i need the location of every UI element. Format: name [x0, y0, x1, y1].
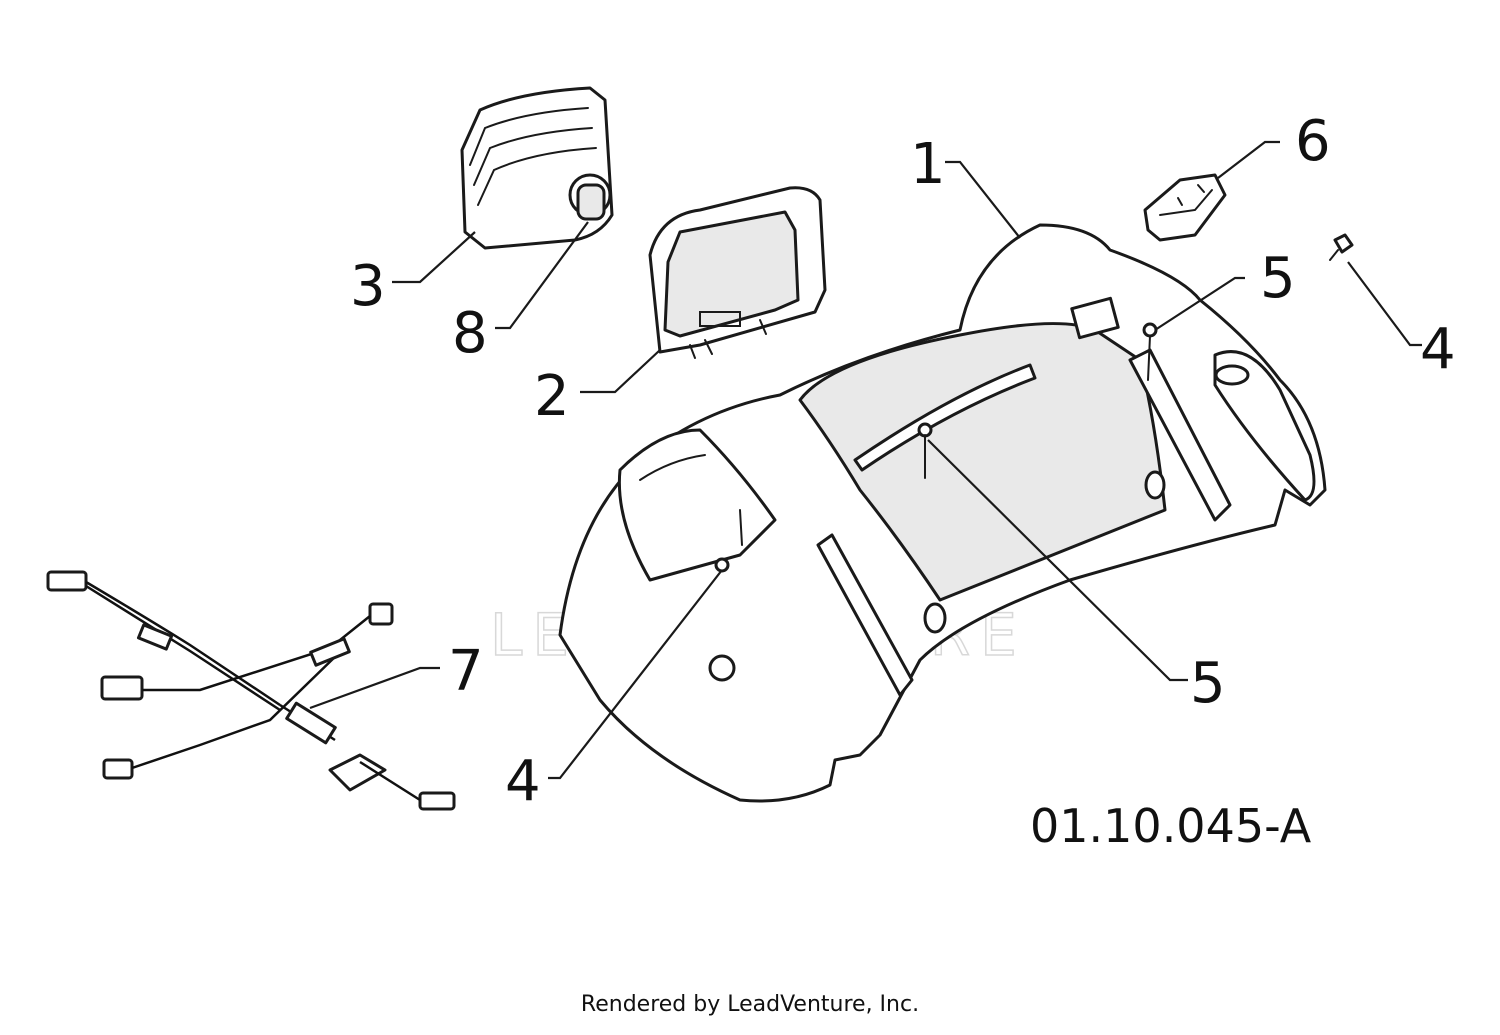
callouts: 1 2 3 4 4 5 5 6 7 8 [350, 109, 1456, 814]
part-headlight-housing [460, 86, 614, 250]
callout-3: 3 [350, 254, 386, 319]
part-screw-right [1329, 233, 1354, 261]
part-headlight-bezel [648, 186, 827, 359]
part-hood [558, 223, 1327, 803]
callout-8: 8 [452, 301, 488, 366]
footer-credit: Rendered by LeadVenture, Inc. [580, 992, 920, 1017]
callout-2: 2 [534, 364, 570, 429]
leader-lines [309, 140, 1422, 780]
callout-5-upper: 5 [1260, 246, 1296, 311]
callout-4-right: 4 [1420, 317, 1456, 382]
part-switch [1143, 173, 1227, 242]
callout-4-left: 4 [505, 749, 541, 814]
callout-5-lower: 5 [1190, 651, 1226, 716]
drawing-number: 01.10.045-A [1030, 799, 1312, 853]
callout-7: 7 [448, 639, 484, 704]
part-wiring-harness [46, 570, 456, 811]
callout-6: 6 [1295, 109, 1331, 174]
callout-1: 1 [910, 132, 946, 197]
